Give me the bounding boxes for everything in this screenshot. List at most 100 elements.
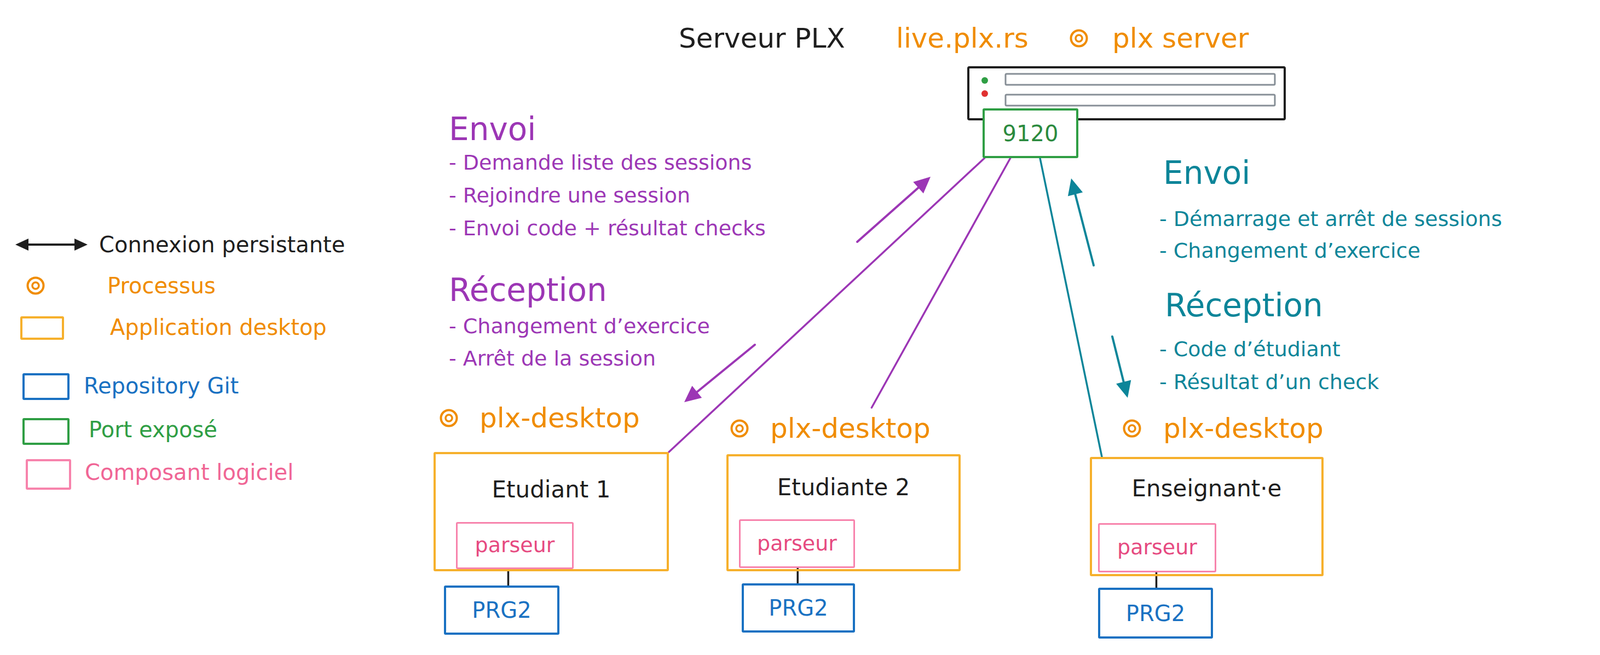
legend-text-holder: Processus: [107, 272, 216, 299]
legend-text-holder: Connexion persistante: [99, 231, 345, 258]
port-number: 9120: [1002, 120, 1059, 147]
component-name: parseur: [475, 533, 556, 559]
message-item-holder: - Changement d’exercice: [448, 314, 710, 340]
process-icon: [1122, 418, 1142, 439]
arrow-head: [913, 176, 931, 194]
status-led: [981, 90, 989, 97]
message-item: - Résultat d’un check: [1159, 370, 1379, 396]
icon-core: [32, 282, 39, 290]
message-item: - Envoi code + résultat checks: [448, 216, 766, 242]
icon-core: [1075, 35, 1083, 42]
sample-line: [25, 243, 78, 246]
desktop-app-box: Enseignant·e plx-desktop parseur: [1089, 407, 1348, 577]
server-title-holder: Serveur PLX: [678, 21, 846, 55]
server-node: Serveur PLXlive.plx.rsplx server9120: [673, 12, 1290, 122]
flow-arrow: [1112, 336, 1125, 387]
process-name-holder: plx-desktop: [770, 412, 931, 446]
legend-text: Port exposé: [88, 416, 218, 443]
server-title: plx server: [1112, 21, 1249, 55]
user-name-holder: Enseignant·e: [1092, 475, 1322, 503]
git-repo-box: PRG2: [443, 585, 560, 635]
connector: [507, 569, 510, 586]
repo-name: PRG2: [1125, 600, 1186, 627]
section-heading: Envoi: [1163, 154, 1251, 193]
repo-name: PRG2: [471, 597, 531, 624]
connector: [1040, 158, 1102, 458]
legend-text: Application desktop: [110, 314, 327, 341]
legend-swatch: [22, 373, 70, 401]
process-icon: [25, 275, 46, 296]
process-icon: [1069, 28, 1089, 49]
component-name: parseur: [1117, 535, 1198, 561]
icon-ring: [1124, 420, 1141, 437]
flow-arrow: [1073, 189, 1094, 266]
user-name-holder: Etudiant 1: [435, 476, 667, 504]
message-item: - Demande liste des sessions: [448, 150, 753, 176]
process-name: plx-desktop: [1163, 412, 1324, 446]
legend-text: Connexion persistante: [99, 231, 345, 258]
legend-swatch: [20, 316, 65, 340]
desktop-app-box: Etudiant 1 plx-desktop parseur: [433, 402, 669, 572]
icon-ring: [27, 278, 44, 294]
server-title: live.plx.rs: [896, 21, 1029, 55]
arrow-head: [15, 238, 29, 251]
arrow-head: [1116, 380, 1131, 399]
message-item-holder: - Code d’étudiant: [1159, 337, 1341, 363]
message-item-holder: - Envoi code + résultat checks: [448, 216, 766, 242]
message-item: - Changement d’exercice: [448, 314, 710, 340]
process-icon: [729, 418, 750, 439]
arrow-head: [684, 385, 702, 403]
icon-ring: [731, 420, 748, 437]
component-name: parseur: [757, 531, 837, 557]
message-item: - Démarrage et arrêt de sessions: [1159, 206, 1503, 233]
process-name: plx-desktop: [479, 401, 640, 435]
process-name: plx-desktop: [770, 412, 931, 446]
user-name-holder: Etudiante 2: [728, 474, 959, 502]
user-name: Enseignant·e: [1131, 475, 1282, 503]
parser-box: parseur: [1098, 523, 1217, 573]
message-item-holder: - Demande liste des sessions: [448, 150, 753, 176]
legend-text-holder: Composant logiciel: [84, 459, 294, 486]
git-repo-box: PRG2: [741, 583, 856, 633]
message-item-holder: - Rejoindre une session: [448, 183, 691, 209]
icon-core: [445, 414, 453, 422]
section-heading: Envoi: [448, 110, 536, 149]
flow-arrow: [857, 186, 920, 242]
server-slot: [1005, 94, 1275, 106]
status-led: [981, 77, 989, 84]
repo-name: PRG2: [768, 595, 828, 622]
arrow-head: [1067, 178, 1083, 197]
legend-text: Repository Git: [83, 372, 239, 400]
legend-text: Composant logiciel: [84, 459, 294, 486]
legend-text-holder: Port exposé: [88, 416, 218, 443]
message-item: - Rejoindre une session: [448, 183, 691, 209]
legend-text: Processus: [107, 272, 216, 299]
section-heading-holder: Envoi: [1163, 154, 1251, 193]
message-item: - Changement d’exercice: [1159, 238, 1421, 264]
legend-swatch: [22, 418, 70, 446]
process-name-holder: plx-desktop: [479, 401, 640, 435]
message-item: - Code d’étudiant: [1159, 337, 1341, 363]
server-slot: [1005, 73, 1275, 85]
parser-box: parseur: [738, 519, 856, 569]
connector: [668, 158, 985, 453]
server-title-holder: live.plx.rs: [896, 21, 1029, 55]
parser-box: parseur: [455, 522, 574, 570]
flow-arrow: [695, 344, 755, 394]
icon-core: [1128, 425, 1136, 432]
connector: [871, 158, 1010, 408]
section-heading-holder: Envoi: [448, 110, 536, 149]
server-title-holder: plx server: [1112, 21, 1249, 55]
message-item: - Arrêt de la session: [448, 346, 656, 372]
section-heading-holder: Réception: [1164, 286, 1324, 326]
section-heading: Réception: [448, 271, 608, 310]
message-item-holder: - Démarrage et arrêt de sessions: [1159, 206, 1503, 233]
legend-text-holder: Application desktop: [110, 314, 327, 341]
message-item-holder: - Résultat d’un check: [1159, 370, 1379, 396]
message-item-holder: - Changement d’exercice: [1159, 238, 1421, 264]
icon-core: [736, 425, 743, 432]
process-icon: [439, 408, 459, 429]
line-sample: [13, 236, 90, 253]
message-item-holder: - Arrêt de la session: [448, 346, 656, 372]
